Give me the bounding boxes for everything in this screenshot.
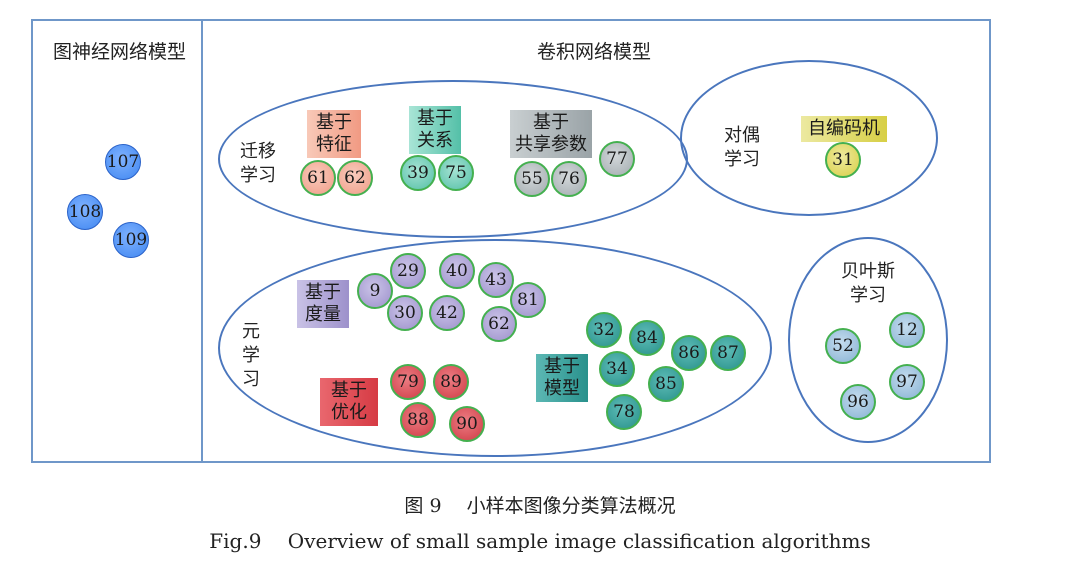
node-29: 29 [390,253,426,289]
node-32: 32 [586,312,622,348]
tag-optimization: 基于优化 [320,378,378,426]
node-77: 77 [599,141,635,177]
node-12: 12 [889,312,925,348]
node-61: 61 [300,160,336,196]
node-34: 34 [599,351,635,387]
node-40: 40 [439,253,475,289]
node-62-metric: 62 [481,306,517,342]
bayes-learning-label: 贝叶斯学习 [841,261,895,306]
tag-relation: 基于关系 [409,106,461,154]
cnn-panel [201,19,991,463]
tag-shared-parameters: 基于共享参数 [510,110,592,158]
node-43: 43 [478,262,514,298]
node-76: 76 [551,161,587,197]
node-75: 75 [438,155,474,191]
node-78: 78 [606,394,642,430]
gnn-panel-title: 图神经网络模型 [53,41,187,63]
node-96: 96 [840,384,876,420]
node-87: 87 [710,335,746,371]
figure-caption-cn: 图 9 小样本图像分类算法概况 [404,495,676,517]
transfer-learning-label: 迁移学习 [240,141,276,186]
node-79: 79 [390,364,426,400]
node-97: 97 [889,364,925,400]
dual-learning-label: 对偶学习 [724,125,760,170]
meta-learning-label: 元学习 [242,321,260,390]
node-52: 52 [825,328,861,364]
figure-caption-en: Fig.9 Overview of small sample image cla… [209,529,871,553]
node-55: 55 [514,161,550,197]
tag-feature: 基于特征 [307,110,361,158]
dual-learning-ellipse [680,60,938,216]
node-84: 84 [629,320,665,356]
node-9: 9 [357,273,393,309]
tag-autoencoder: 自编码机 [801,116,887,142]
node-90: 90 [449,406,485,442]
node-81: 81 [510,282,546,318]
node-31: 31 [825,142,861,178]
node-86: 86 [671,335,707,371]
node-109: 109 [113,222,149,258]
meta-learning-ellipse [218,239,772,457]
node-85: 85 [648,366,684,402]
tag-model: 基于模型 [536,354,588,402]
cnn-panel-title: 卷积网络模型 [537,41,652,63]
node-62-feature: 62 [337,160,373,196]
tag-metric: 基于度量 [297,280,349,328]
node-42: 42 [429,295,465,331]
node-88: 88 [400,402,436,438]
node-30: 30 [387,295,423,331]
node-39: 39 [400,155,436,191]
node-89: 89 [433,364,469,400]
node-107: 107 [105,144,141,180]
bayes-learning-ellipse [788,237,948,443]
node-108: 108 [67,194,103,230]
